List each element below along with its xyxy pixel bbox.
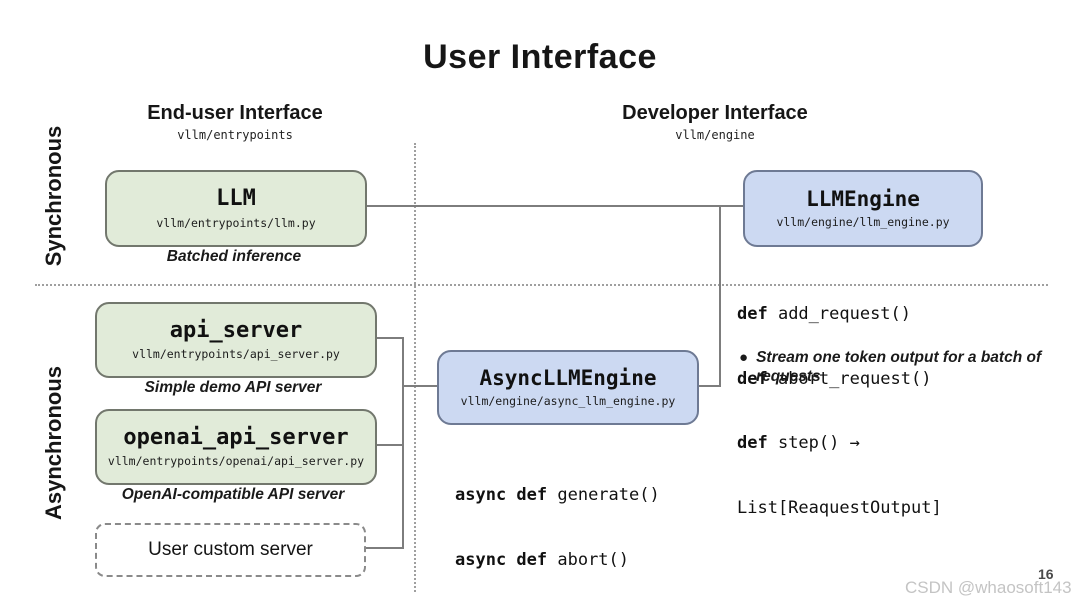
code-line: async def abort() — [455, 549, 630, 570]
llm-engine-note-text: Stream one token output for a batch of r… — [756, 349, 1042, 385]
wire-apiserver-stub — [373, 337, 402, 339]
node-llm: LLM vllm/entrypoints/llm.py — [105, 170, 367, 247]
api-server-path: vllm/entrypoints/api_server.py — [132, 347, 340, 362]
caption-openai-compatible: OpenAI-compatible API server — [121, 486, 345, 503]
column-header-end-user: End-user Interface vllm/entrypoints — [75, 102, 395, 142]
row-label-asynchronous: Asynchronous — [41, 365, 66, 521]
code-line: List[ReaquestOutput] — [737, 497, 942, 518]
async-llm-engine-path: vllm/engine/async_llm_engine.py — [460, 394, 676, 409]
wire-bus-to-asyncengine — [402, 385, 437, 387]
openai-api-server-path: vllm/entrypoints/openai/api_server.py — [107, 454, 365, 469]
end-user-interface-label: End-user Interface — [147, 102, 323, 124]
user-custom-server-name: User custom server — [148, 539, 313, 560]
llm-name: LLM — [216, 186, 256, 212]
column-header-developer: Developer Interface vllm/engine — [555, 102, 875, 142]
llm-engine-name: LLMEngine — [806, 186, 920, 211]
node-openai-api-server: openai_api_server vllm/entrypoints/opena… — [95, 409, 377, 485]
caption-simple-demo: Simple demo API server — [144, 379, 322, 396]
caption-batched-inference: Batched inference — [166, 248, 302, 265]
divider-horizontal-dotted — [35, 284, 1048, 286]
developer-interface-label: Developer Interface — [622, 102, 808, 124]
node-api-server: api_server vllm/entrypoints/api_server.p… — [95, 302, 377, 378]
code-line: def step() → — [737, 433, 860, 453]
wire-llmengine-down — [719, 205, 721, 387]
code-line: def add_request() — [737, 304, 912, 324]
row-label-synchronous: Synchronous — [41, 125, 66, 267]
wire-customserver-stub — [362, 547, 402, 549]
end-user-interface-path: vllm/entrypoints — [177, 128, 293, 142]
code-line: def abort_request() — [737, 368, 932, 389]
divider-vertical-dotted — [414, 143, 416, 592]
node-user-custom-server: User custom server — [95, 523, 366, 577]
wire-llm-to-llmengine — [363, 205, 743, 207]
llm-engine-path: vllm/engine/llm_engine.py — [776, 215, 950, 230]
async-llm-engine-methods: async def generate() async def abort() +… — [455, 442, 701, 604]
wire-asyncengine-right — [695, 385, 721, 387]
page-title: User Interface — [423, 38, 657, 76]
node-llm-engine: LLMEngine vllm/engine/llm_engine.py — [743, 170, 983, 247]
node-async-llm-engine: AsyncLLMEngine vllm/engine/async_llm_eng… — [437, 350, 699, 425]
page-number: 16 — [1038, 566, 1054, 582]
llm-engine-methods: def add_request() def abort_request() de… — [737, 261, 942, 562]
async-llm-engine-name: AsyncLLMEngine — [479, 365, 657, 390]
bullet-icon: ● — [739, 349, 749, 366]
developer-interface-path: vllm/engine — [675, 128, 755, 142]
llm-engine-note: ● Stream one token output for a batch of… — [739, 348, 1069, 386]
api-server-name: api_server — [169, 317, 303, 343]
code-line: async def generate() — [455, 485, 660, 505]
wire-server-bus — [402, 337, 404, 549]
watermark: CSDN @whaosoft143 — [905, 578, 1072, 597]
llm-path: vllm/entrypoints/llm.py — [156, 215, 316, 230]
wire-openaiserver-stub — [373, 444, 402, 446]
openai-api-server-name: openai_api_server — [123, 424, 349, 450]
